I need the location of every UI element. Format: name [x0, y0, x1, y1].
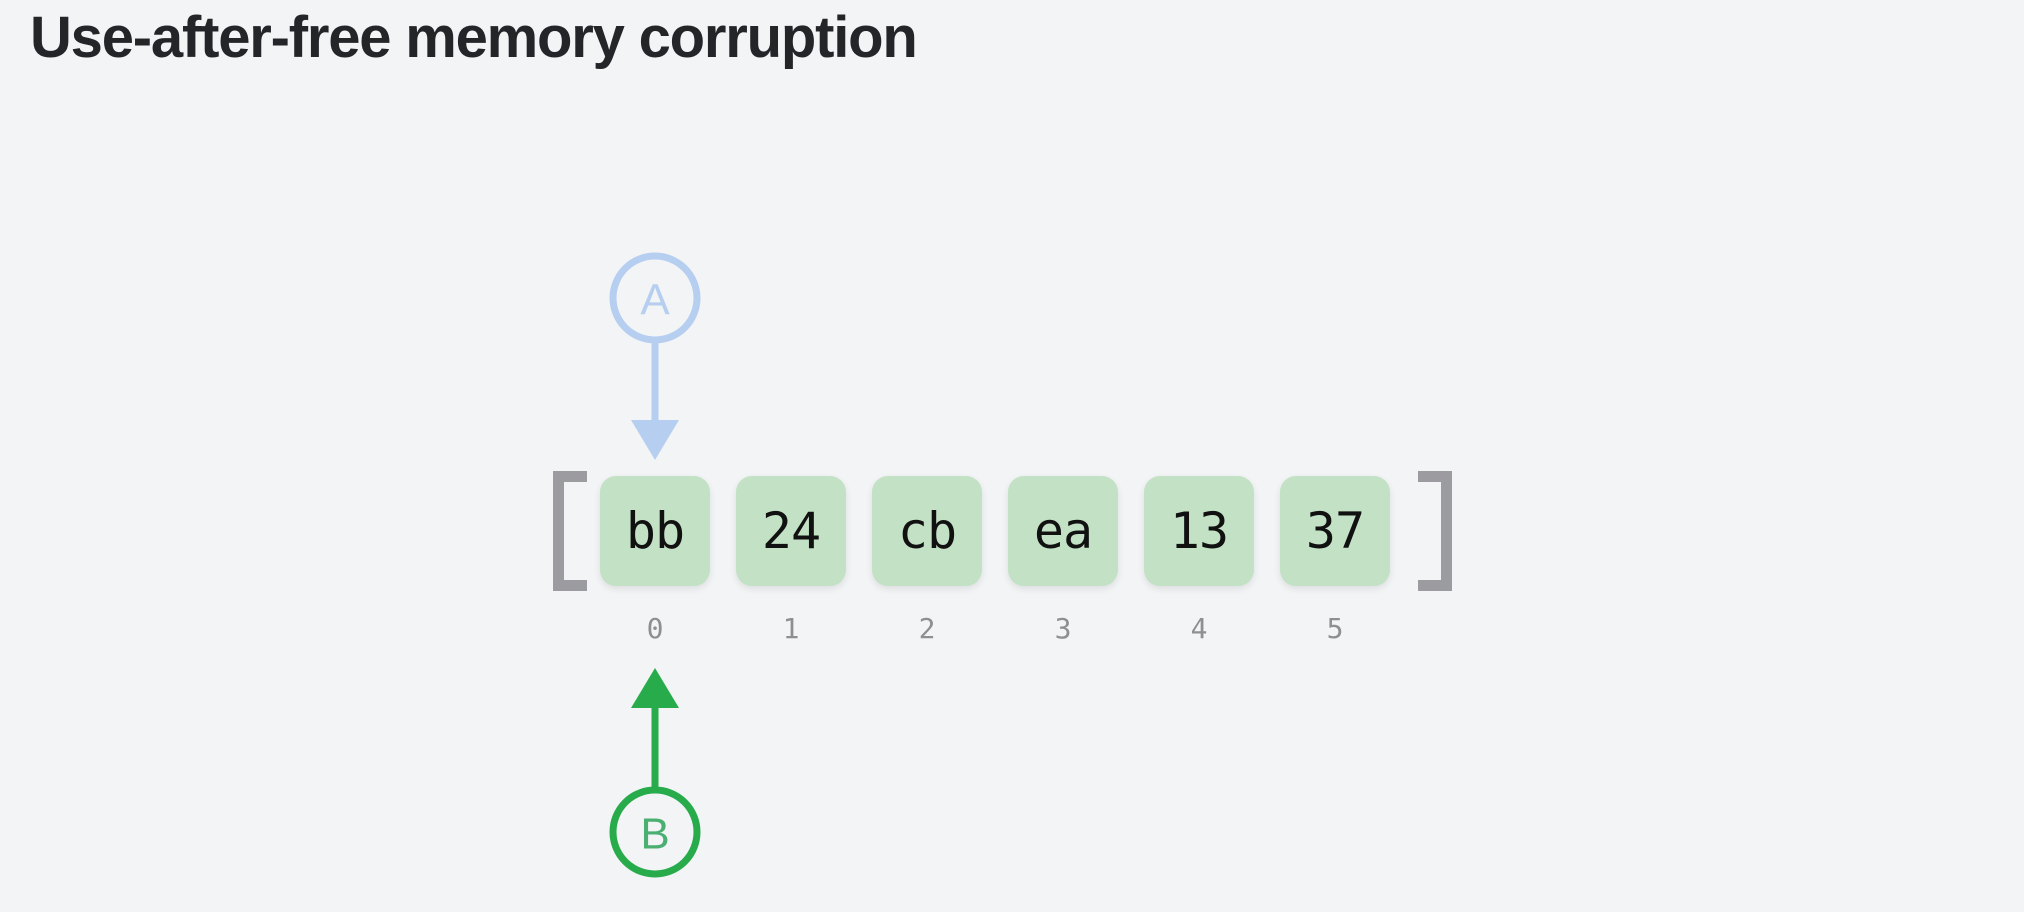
- marker-b-letter: B: [640, 810, 669, 859]
- memory-cell-value: 37: [1305, 502, 1365, 560]
- marker-b[interactable]: B: [555, 650, 755, 880]
- index-label-4: 4: [1190, 612, 1208, 645]
- marker-b-circle: [609, 786, 701, 878]
- index-label-3: 3: [1054, 612, 1072, 645]
- marker-a-letter: A: [640, 276, 670, 325]
- index-label-5: 5: [1326, 612, 1344, 645]
- array-close-bracket: [1418, 471, 1452, 591]
- memory-cell-1[interactable]: 24: [736, 476, 846, 586]
- marker-a-arrow-head-down-icon: [631, 420, 679, 460]
- index-label-2: 2: [918, 612, 936, 645]
- memory-cell-2[interactable]: cb: [872, 476, 982, 586]
- index-label-1: 1: [782, 612, 800, 645]
- memory-cell-value: 13: [1169, 502, 1229, 560]
- index-label-0: 0: [646, 612, 664, 645]
- page-title: Use-after-free memory corruption: [30, 5, 918, 70]
- memory-cell-value: 24: [761, 502, 821, 560]
- marker-b-arrow-head-up-icon: [631, 668, 679, 708]
- memory-cell-4[interactable]: 13: [1144, 476, 1254, 586]
- memory-cell-value: bb: [625, 502, 685, 560]
- memory-cell-value: cb: [897, 502, 957, 560]
- memory-cell-value: ea: [1033, 502, 1093, 560]
- memory-cell-5[interactable]: 37: [1280, 476, 1390, 586]
- memory-cell-0[interactable]: bb: [600, 476, 710, 586]
- array-open-bracket: [553, 471, 587, 591]
- marker-a[interactable]: A: [555, 248, 755, 478]
- memory-cell-3[interactable]: ea: [1008, 476, 1118, 586]
